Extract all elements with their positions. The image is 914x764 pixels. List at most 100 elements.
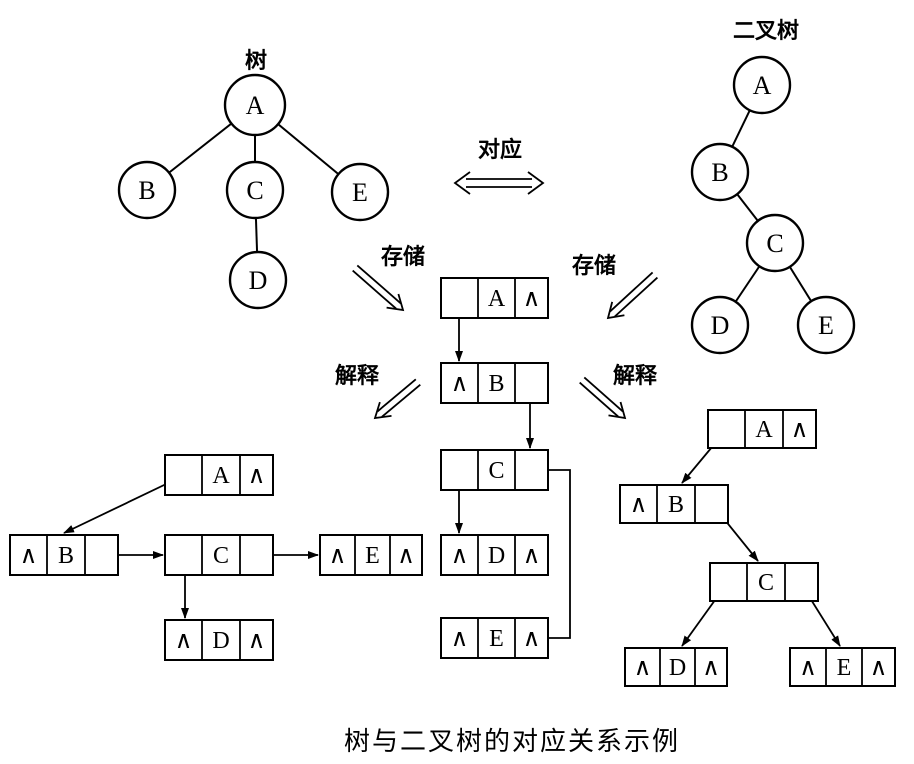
record-box (440, 362, 549, 404)
record-box (440, 617, 549, 659)
data-cell: A (212, 463, 230, 489)
data-cell: D (488, 543, 505, 569)
pointer-cell-left: ∧ (451, 543, 469, 569)
pointer-cell-right: ∧ (523, 626, 541, 652)
pointer-cell-left: ∧ (175, 628, 193, 654)
pointer-cell-left: ∧ (634, 655, 652, 681)
binary-tree-node-label: A (753, 71, 772, 100)
record-box (440, 277, 549, 319)
storage-label: 存储 (381, 244, 425, 269)
tree-node-label: D (249, 266, 268, 295)
record-box (624, 647, 728, 687)
binary-tree-node-a: A (732, 55, 792, 115)
linked-record: A∧ (707, 409, 817, 449)
tree-node-label: C (246, 176, 263, 205)
linked-record: ∧E∧ (789, 647, 896, 687)
record-box (9, 534, 119, 576)
tree-node-a: A (223, 73, 287, 137)
binary-tree-node-label: D (711, 311, 730, 340)
linked-record: ∧B (9, 534, 119, 576)
linked-record: ∧ D ∧ (164, 619, 274, 661)
tree-title: 树 (245, 48, 267, 73)
binary-tree-node-e: E (796, 295, 856, 355)
linked-record: C (709, 562, 819, 602)
interpretation-label: 解释 (613, 363, 658, 388)
record-box (164, 534, 274, 576)
pointer-cell-left: ∧ (451, 626, 469, 652)
data-cell: C (758, 570, 774, 596)
tree-node-b: B (117, 160, 177, 220)
storage-right: 存储 (572, 253, 659, 320)
record-box (319, 534, 423, 576)
binary-tree: 二叉树 A B C D E (690, 18, 856, 355)
data-cell: B (488, 371, 504, 397)
tree-node-c: C (225, 160, 285, 220)
record-box (707, 409, 817, 449)
tree-node-d: D (228, 250, 288, 310)
record-box (164, 454, 274, 496)
pointer-cell-left: ∧ (630, 492, 648, 518)
record-box (619, 484, 729, 524)
double-arrow-icon (352, 264, 405, 312)
binary-tree-node-label: C (766, 229, 783, 258)
tree-node-label: E (352, 178, 368, 207)
data-cell: D (212, 628, 229, 654)
data-cell: C (488, 458, 504, 484)
pointer-cell-right: ∧ (397, 543, 415, 569)
data-cell: A (488, 286, 506, 312)
correspondence: 对应 (453, 137, 545, 195)
record-box (164, 619, 274, 661)
pointer-cell-right: ∧ (248, 463, 266, 489)
data-cell: D (669, 655, 686, 681)
storage-left: 存储 (352, 244, 425, 312)
record-box (709, 562, 819, 602)
interpretation-left: 解释 (335, 363, 421, 420)
record-box (440, 449, 549, 491)
pointer-arrow (530, 469, 571, 639)
record-box (440, 534, 549, 576)
tree-node-label: A (246, 91, 265, 120)
general-tree: 树 A B C D E (117, 48, 390, 310)
binary-tree-edges (719, 84, 827, 326)
pointer-cell-left: ∧ (20, 543, 38, 569)
linked-record: ∧ E ∧ (440, 617, 549, 659)
binary-tree-node-b: B (690, 142, 750, 202)
linked-record: ∧B (619, 484, 729, 524)
double-arrow-icon (606, 271, 659, 320)
shared-storage-structure: A∧∧BC∧D∧∧E∧ (440, 277, 571, 659)
correspondence-label: 对应 (478, 137, 522, 162)
data-cell: E (489, 626, 504, 652)
tree-node-label: B (138, 176, 155, 205)
linked-record: ∧E∧ (319, 534, 423, 576)
pointer-cell-right: ∧ (870, 655, 888, 681)
linked-record: C (440, 449, 549, 491)
record-box (789, 647, 896, 687)
pointer-cell-right: ∧ (791, 417, 809, 443)
double-arrow-icon (579, 376, 627, 420)
figure-caption: 树与二叉树的对应关系示例 (344, 727, 680, 756)
pointer-cell-right: ∧ (248, 628, 266, 654)
binary-tree-node-c: C (745, 213, 805, 273)
interpretation-right: 解释 (579, 363, 658, 420)
pointer-cell-left: ∧ (451, 371, 469, 397)
pointer-cell-left: ∧ (799, 655, 817, 681)
linked-record: ∧ D ∧ (624, 647, 728, 687)
data-cell: B (58, 543, 74, 569)
double-headed-arrow-icon (453, 171, 545, 195)
tree-node-e: E (330, 162, 390, 222)
linked-record: ∧D∧ (440, 534, 549, 576)
pointer-cell-right: ∧ (523, 286, 541, 312)
binary-tree-node-label: E (818, 311, 834, 340)
binary-tree-title: 二叉树 (733, 18, 799, 43)
data-cell: B (668, 492, 684, 518)
binary-tree-node-label: B (711, 158, 728, 187)
binary-tree-node-d: D (690, 295, 750, 355)
linked-record: ∧B (440, 362, 549, 404)
data-cell: A (755, 417, 773, 443)
linked-record: A∧ (164, 454, 274, 496)
interpretation-label: 解释 (335, 363, 380, 388)
double-arrow-icon (373, 378, 421, 420)
pointer-cell-right: ∧ (702, 655, 720, 681)
